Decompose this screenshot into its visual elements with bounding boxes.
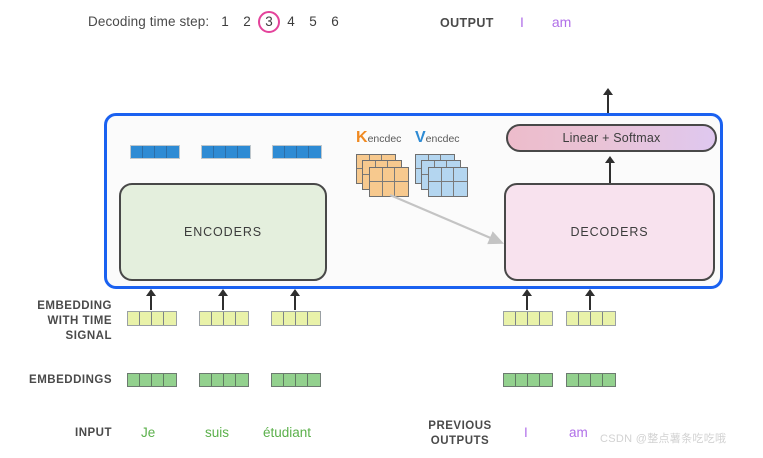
k-encdec-label: Kencdec xyxy=(356,129,401,147)
k-symbol: K xyxy=(356,129,368,146)
previous-output-token-i: I xyxy=(524,425,528,440)
timestep-6[interactable]: 6 xyxy=(331,14,339,29)
embedding-time-signal-label-line1: EMBEDDING xyxy=(37,300,112,312)
timestep-2[interactable]: 2 xyxy=(243,14,251,29)
embedding-time-vector-dec-2 xyxy=(566,311,616,326)
input-token-etudiant: étudiant xyxy=(263,425,312,440)
k-subscript: encdec xyxy=(367,133,402,145)
encoder-output-vector-3 xyxy=(272,145,322,159)
output-label: OUTPUT xyxy=(440,16,494,30)
timestep-4[interactable]: 4 xyxy=(287,14,295,29)
encoder-output-vector-1 xyxy=(130,145,180,159)
embedding-vector-enc-1 xyxy=(127,373,177,387)
embedding-arrow-enc-1-icon xyxy=(145,289,157,310)
decoder-to-softmax-arrow-icon xyxy=(604,156,616,184)
embedding-vector-enc-3 xyxy=(271,373,321,387)
timestep-1[interactable]: 1 xyxy=(221,14,229,29)
encoder-output-vector-2 xyxy=(201,145,251,159)
embedding-time-signal-label-line2: WITH TIME xyxy=(47,315,112,327)
k-encdec-matrix-stack xyxy=(356,154,414,200)
embedding-arrow-dec-2-icon xyxy=(584,289,596,310)
embedding-arrow-enc-2-icon xyxy=(217,289,229,310)
linear-softmax-block[interactable]: Linear + Softmax xyxy=(506,124,717,152)
v-symbol: V xyxy=(415,129,426,146)
embedding-vector-enc-2 xyxy=(199,373,249,387)
v-subscript: encdec xyxy=(425,133,460,145)
embedding-time-signal-label: EMBEDDING WITH TIME SIGNAL xyxy=(0,299,112,344)
embedding-time-vector-enc-2 xyxy=(199,311,249,326)
decoding-timestep-label: Decoding time step: xyxy=(88,14,210,29)
input-label: INPUT xyxy=(75,427,112,439)
previous-outputs-label-line1: PREVIOUS xyxy=(428,420,492,432)
embedding-time-vector-enc-3 xyxy=(271,311,321,326)
embedding-time-signal-label-line3: SIGNAL xyxy=(65,330,112,342)
encoders-block[interactable]: ENCODERS xyxy=(119,183,327,281)
previous-outputs-label: PREVIOUS OUTPUTS xyxy=(418,419,502,449)
output-token-i: I xyxy=(520,14,524,30)
input-token-je: Je xyxy=(141,425,156,440)
v-encdec-matrix-stack xyxy=(415,154,473,200)
timestep-3-active[interactable]: 3 xyxy=(258,11,280,33)
embedding-vector-dec-2 xyxy=(566,373,616,387)
previous-outputs-label-line2: OUTPUTS xyxy=(430,435,490,447)
input-token-suis: suis xyxy=(205,425,230,440)
embedding-arrow-enc-3-icon xyxy=(289,289,301,310)
decoding-timestep-numbers: 1 2 3 4 5 6 xyxy=(214,11,346,36)
embedding-time-vector-enc-1 xyxy=(127,311,177,326)
decoders-block[interactable]: DECODERS xyxy=(504,183,715,281)
embedding-vector-dec-1 xyxy=(503,373,553,387)
output-token-am: am xyxy=(551,14,572,30)
output-tokens: I am xyxy=(520,14,571,30)
embedding-arrow-dec-1-icon xyxy=(521,289,533,310)
v-encdec-label: Vencdec xyxy=(415,129,460,147)
csdn-watermark: CSDN @整点薯条吃吃哦 xyxy=(600,433,727,445)
timestep-5[interactable]: 5 xyxy=(309,14,317,29)
previous-output-token-am: am xyxy=(569,425,588,440)
embedding-time-vector-dec-1 xyxy=(503,311,553,326)
embeddings-label: EMBEDDINGS xyxy=(29,374,112,386)
output-arrow-icon xyxy=(602,88,614,116)
encdec-attention-arrow-icon xyxy=(389,193,505,245)
